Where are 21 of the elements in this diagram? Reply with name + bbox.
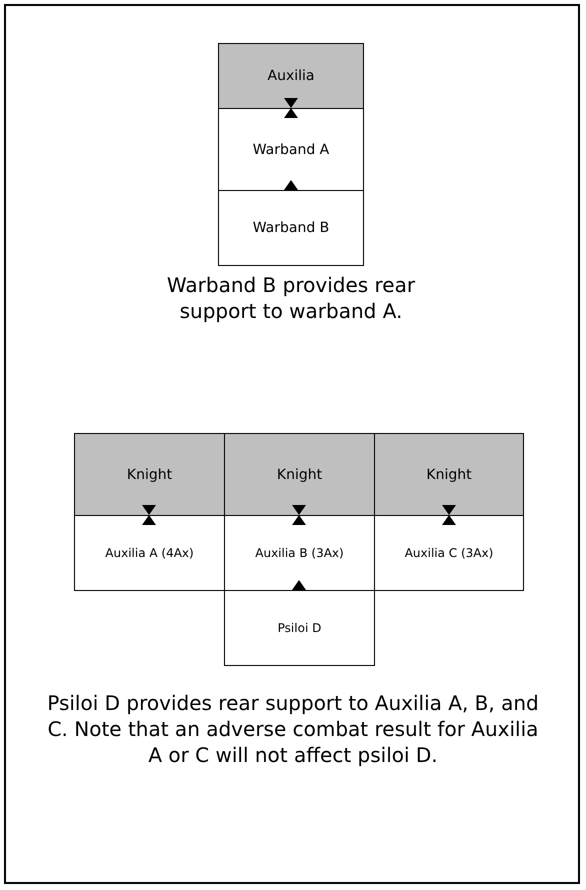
caption-text: Warband B provides rear support to warband A. (166, 272, 416, 324)
unit-block (224, 590, 375, 666)
unit-block (224, 433, 375, 516)
unit-label: Knight (126, 466, 172, 482)
unit-block (74, 515, 225, 591)
unit-label: Auxilia (268, 68, 314, 84)
unit-label: Auxilia C (3Ax) (404, 546, 494, 560)
unit-label: Auxilia A (4Ax) (105, 546, 194, 560)
unit-label: Auxilia B (3Ax) (255, 546, 344, 560)
caption-text: Psiloi D provides rear support to Auxilia A, B, and C. Note that an adverse combat result for Auxilia A or C will not affect psiloi D. (46, 690, 540, 768)
unit-block (74, 433, 225, 516)
unit-label: Warband A (252, 142, 330, 158)
unit-label: Knight (276, 466, 322, 482)
unit-block (218, 108, 364, 191)
unit-label: Psiloi D (278, 621, 322, 635)
unit-block (374, 515, 524, 591)
unit-label: Warband B (252, 220, 330, 236)
unit-label: Knight (426, 466, 472, 482)
unit-block (218, 43, 364, 109)
unit-block (374, 433, 524, 516)
unit-block (218, 190, 364, 266)
